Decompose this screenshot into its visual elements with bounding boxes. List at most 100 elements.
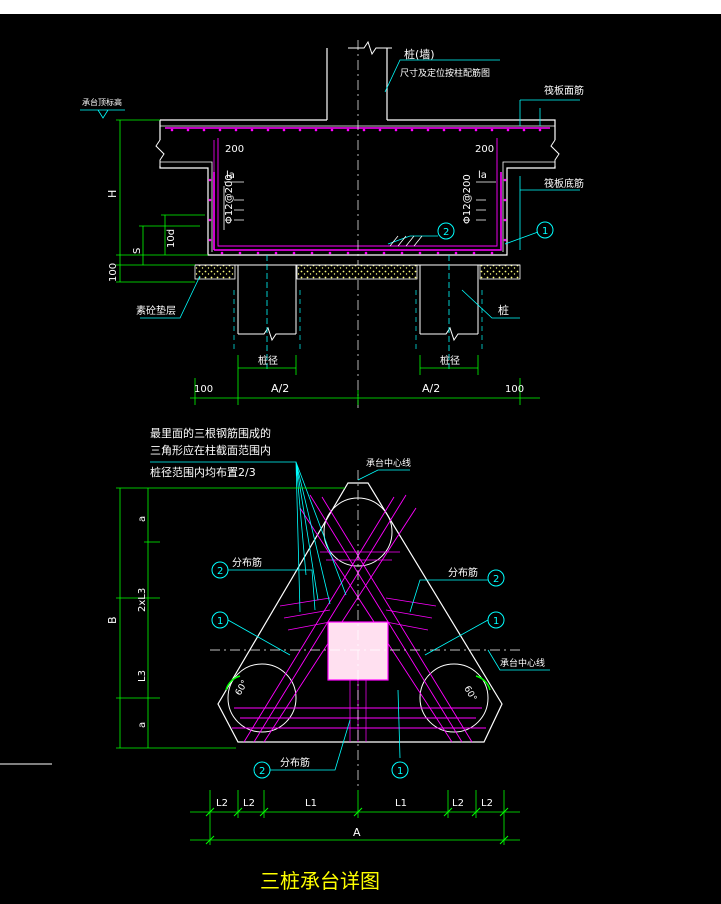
stirrup-left: Φ12@200 <box>224 174 235 224</box>
la-right-mark <box>476 181 496 221</box>
bottom-rebar-label: 筏板底筋 <box>544 177 584 190</box>
plan-bottom-ticks <box>205 807 509 845</box>
column-break-mark <box>348 40 392 56</box>
la-left-mark <box>223 181 244 230</box>
plan-circle-2b-text: 2 <box>493 574 499 585</box>
cap-inner-lines <box>160 125 555 252</box>
dim-200-right: 200 <box>475 144 494 155</box>
plan-circle-1c-text: 1 <box>397 766 403 777</box>
cap-center-right-leader <box>487 649 550 671</box>
angle-arc-left <box>225 675 241 691</box>
cap-center-top-leader <box>357 469 410 481</box>
angle-right-label: 60° <box>461 685 478 704</box>
dim-A: A <box>353 826 361 839</box>
circle-2-hatch <box>389 235 423 247</box>
dim-L2-3: L2 <box>452 798 464 809</box>
plan-note-line3: 桩径范围内均布置2/3 <box>150 465 256 479</box>
plan-circle-2a <box>211 561 229 579</box>
pile-diam-left: 桩径 <box>258 354 278 367</box>
bedding-middle <box>296 264 418 280</box>
plan-view <box>0 461 550 845</box>
plan-circle-1a <box>211 611 229 629</box>
plan-circle-1-leaders <box>227 619 489 759</box>
window-frame <box>0 0 721 14</box>
plan-circle-1b-text: 1 <box>493 616 499 627</box>
circle-2-text: 2 <box>443 227 449 238</box>
circle-2-leader <box>387 235 438 245</box>
bedding-label: 素砼垫层 <box>136 304 176 317</box>
column-note-sub: 尺寸及定位按柱配筋图 <box>400 67 490 79</box>
plan-circle-2c <box>253 761 271 779</box>
cap-center-right-label: 承台中心线 <box>500 657 545 669</box>
dist-bar-left-leader <box>228 569 316 611</box>
dim-100-right: 100 <box>505 384 524 395</box>
cap-top-elev-mark <box>80 109 125 119</box>
circle-1-text: 1 <box>542 226 548 237</box>
plan-circle-2c-text: 2 <box>259 766 265 777</box>
pile-centerlines <box>266 255 450 372</box>
plan-circle-1b <box>487 611 505 629</box>
dim-100-side: 100 <box>108 263 119 282</box>
dist-bar-bottom-leader <box>270 719 351 771</box>
dim-2L3: 2xL3 <box>137 588 148 612</box>
plan-pile-left <box>227 663 297 733</box>
cap-outline <box>159 119 556 256</box>
dist-bar-bottom-label: 分布筋 <box>280 756 310 769</box>
cad-drawing-canvas: 桩(墙) 尺寸及定位按柱配筋图 筏板面筋 筏板底筋 承台顶标高 200 200 … <box>0 40 584 893</box>
angle-left-label: 60° <box>234 679 251 698</box>
pile-left <box>237 265 297 342</box>
pile-leader <box>461 289 520 319</box>
dim-S: S <box>132 248 143 254</box>
section-bottom-dims <box>190 355 540 405</box>
dim-L1-1: L1 <box>305 798 317 809</box>
bedding-left <box>194 264 236 280</box>
column-note: 桩(墙) <box>404 47 435 61</box>
plan-distribution-bars <box>279 551 437 742</box>
pile-dashed-left <box>233 290 483 350</box>
dim-100-left: 100 <box>194 384 213 395</box>
dist-bar-right-leader <box>409 579 488 613</box>
plan-circle-2b <box>487 569 505 587</box>
dim-L2-4: L2 <box>481 798 493 809</box>
dim-L3: L3 <box>137 670 148 682</box>
bottom-rebar <box>214 172 502 251</box>
dim-L1-2: L1 <box>395 798 407 809</box>
bedding-right <box>479 264 521 280</box>
inner-rebar-left <box>217 138 498 247</box>
circle-1-leader <box>504 231 539 245</box>
top-rebar-label: 筏板面筋 <box>544 84 584 97</box>
column-note-leader <box>384 59 500 93</box>
dim-H: H <box>106 190 119 198</box>
plan-note-line1: 最里面的三根钢筋围成的 <box>150 426 271 440</box>
dim-10d: 10d <box>166 229 177 248</box>
plan-bottom-dims <box>190 790 520 845</box>
plan-pile-right <box>419 663 489 733</box>
dim-L2-1: L2 <box>216 798 228 809</box>
la-right: la <box>478 170 487 181</box>
circle-2-marker <box>437 222 455 240</box>
dim-a-bottom: a <box>137 722 148 728</box>
column-outline <box>326 48 388 120</box>
half-A-right: A/2 <box>422 382 440 395</box>
plan-note-leaders <box>150 461 347 613</box>
la-left: la <box>226 170 235 181</box>
plan-circle-2a-text: 2 <box>217 566 223 577</box>
plan-cap-outline <box>217 482 503 743</box>
plan-circle-1a-text: 1 <box>217 616 223 627</box>
dim-L2-2: L2 <box>243 798 255 809</box>
dist-bar-right-label: 分布筋 <box>448 566 478 579</box>
section-left-dims <box>116 119 208 283</box>
dim-200-left: 200 <box>225 144 244 155</box>
angle-arc-right <box>475 675 491 691</box>
cap-top-elev-label: 承台顶标高 <box>82 97 122 107</box>
pile-right <box>419 265 479 342</box>
top-rebar-leader <box>519 99 580 126</box>
cap-center-top-label: 承台中心线 <box>366 457 411 469</box>
pile-diam-right: 桩径 <box>440 354 460 367</box>
bedding-leader <box>140 275 201 319</box>
plan-main-rebar <box>232 494 486 743</box>
half-A-left: A/2 <box>271 382 289 395</box>
pile-label: 桩 <box>498 303 509 317</box>
circle-1-marker <box>536 221 554 239</box>
plan-circle-1c <box>391 761 409 779</box>
